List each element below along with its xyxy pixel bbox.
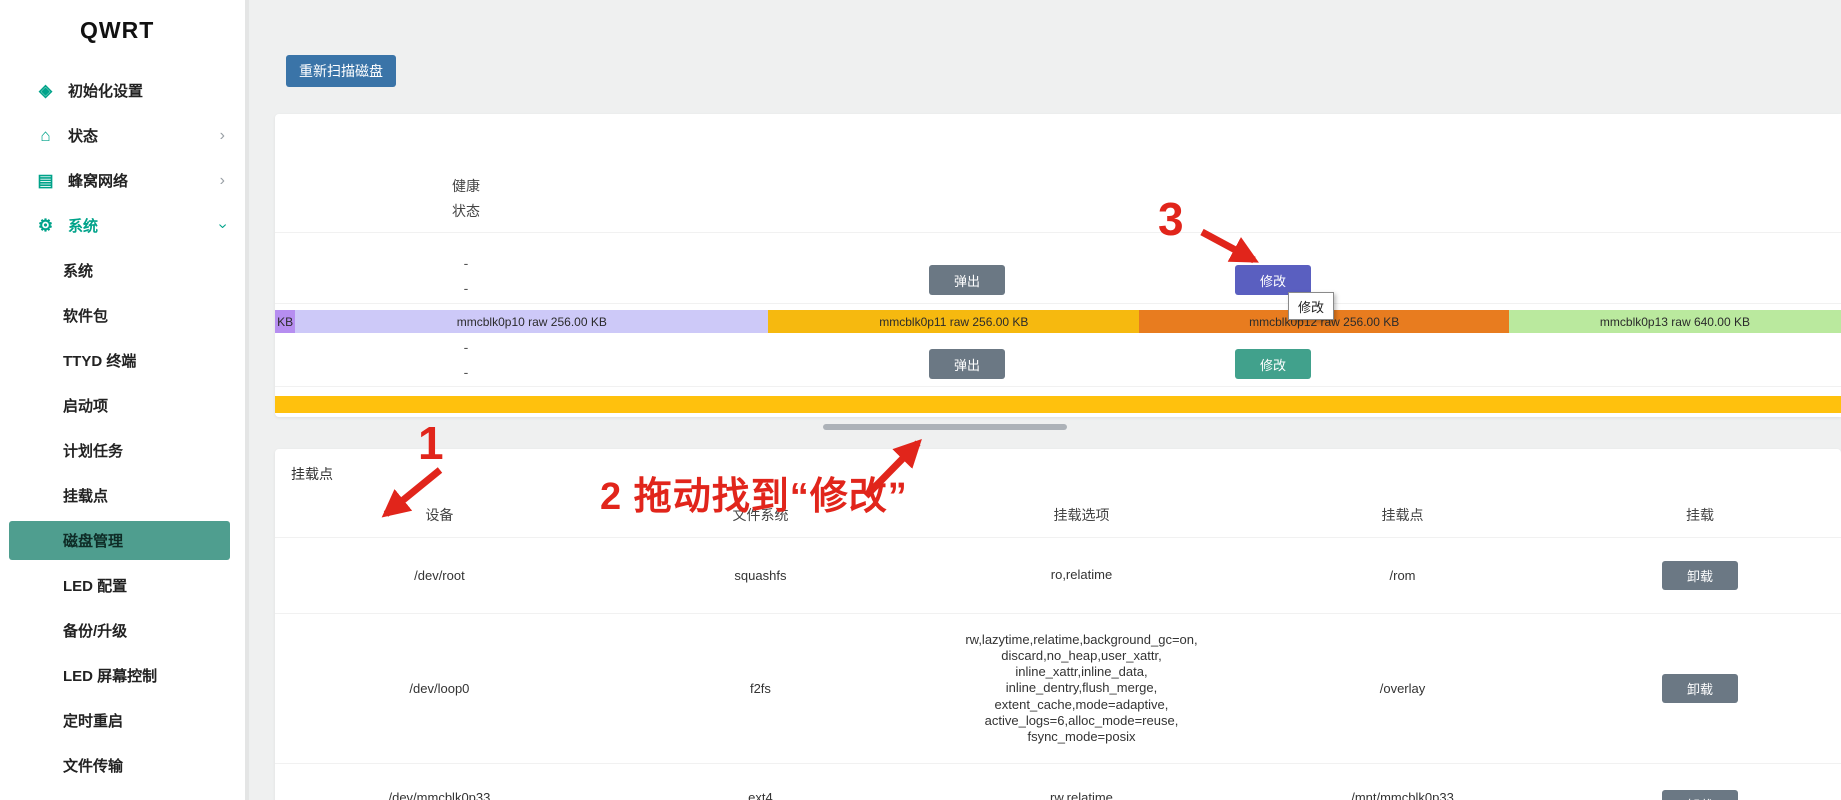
sidebar-item-scheduled-tasks[interactable]: 计划任务 xyxy=(63,443,124,460)
cell-filesystem: ext4 xyxy=(748,790,773,800)
annotation-step-1: 1 xyxy=(418,417,444,469)
cell-mount-options: ro,relatime xyxy=(1050,567,1113,583)
chevron-down-icon: › xyxy=(214,222,232,229)
sidebar-item-cellular-network[interactable]: ▤ 蜂窝网络 › xyxy=(0,158,245,203)
disk-row-health-values: - - xyxy=(463,255,469,296)
table-row: /dev/mmcblk0p33 ext4 rw,relatime /mnt/mm… xyxy=(275,764,1841,800)
cell-device: /dev/loop0 xyxy=(409,681,470,696)
sidebar-item-scheduled-reboot[interactable]: 定时重启 xyxy=(63,713,124,730)
sidebar-item-label: 系统 xyxy=(68,218,99,235)
status-icon: ⌂ xyxy=(40,125,51,145)
chevron-right-icon: › xyxy=(219,171,225,189)
cell-device: /dev/root xyxy=(414,568,465,583)
health-status-header: 健康 状态 xyxy=(452,178,480,219)
column-header-filesystem: 文件系统 xyxy=(732,507,789,523)
modify-tooltip: 修改 xyxy=(1288,292,1334,320)
sidebar-item-led-config[interactable]: LED 配置 xyxy=(63,578,128,595)
eject-button[interactable]: 弹出 xyxy=(929,265,1005,295)
init-settings-icon: ◈ xyxy=(38,80,53,100)
column-header-device: 设备 xyxy=(425,507,454,523)
divider xyxy=(275,303,1841,304)
sidebar-item-startup[interactable]: 启动项 xyxy=(63,398,109,415)
sidebar-item-backup-upgrade[interactable]: 备份/升级 xyxy=(63,623,128,640)
cell-mountpoint: /overlay xyxy=(1379,681,1426,696)
partition-segment: mmcblk0p10 raw 256.00 KB xyxy=(295,310,769,333)
table-row: /dev/loop0 f2fs rw,lazytime,relatime,bac… xyxy=(275,614,1841,764)
annotation-step-3: 3 xyxy=(1158,193,1184,245)
unmount-button[interactable]: 卸载 xyxy=(1662,561,1739,590)
annotation-step-2: 2 拖动找到“修改” xyxy=(600,476,908,518)
main-content: 重新扫描磁盘 健康 状态 - - 弹出 修改 修改 KB mmcblk0p10 … xyxy=(249,0,1841,800)
sidebar-item-init-settings[interactable]: ◈ 初始化设置 xyxy=(0,68,245,113)
sidebar-item-led-screen-control[interactable]: LED 屏幕控制 xyxy=(63,668,158,685)
rescan-disks-button[interactable]: 重新扫描磁盘 xyxy=(286,55,396,87)
partition-segment: mmcblk0p13 raw 640.00 KB xyxy=(1508,310,1841,333)
system-icon: ⚙ xyxy=(37,215,54,235)
disk-overview-card: 健康 状态 - - 弹出 修改 修改 KB mmcblk0p10 raw 256… xyxy=(275,114,1841,417)
modify-button[interactable]: 修改 xyxy=(1235,265,1311,295)
cell-mountpoint: /mnt/mmcblk0p33 xyxy=(1351,790,1454,800)
sidebar-item-disk-management[interactable]: 磁盘管理 xyxy=(9,521,230,560)
sidebar: QWRT ◈ 初始化设置 ⌂ 状态 › ▤ 蜂窝网络 › ⚙ 系统 › 系统 软… xyxy=(0,0,245,800)
cell-mountpoint: /rom xyxy=(1389,568,1416,583)
divider xyxy=(275,232,1841,233)
sidebar-item-file-transfer[interactable]: 文件传输 xyxy=(63,758,124,775)
sidebar-item-system-general[interactable]: 系统 xyxy=(63,263,94,280)
partition-bar: KB mmcblk0p10 raw 256.00 KB mmcblk0p11 r… xyxy=(275,310,1841,333)
sidebar-item-status[interactable]: ⌂ 状态 › xyxy=(0,113,245,158)
table-header-row: 设备 文件系统 挂载选项 挂载点 挂载 xyxy=(275,493,1841,538)
chevron-right-icon: › xyxy=(219,126,225,144)
table-row: /dev/root squashfs ro,relatime /rom 卸载 xyxy=(275,538,1841,614)
mount-points-card: 挂载点 设备 文件系统 挂载选项 挂载点 挂载 /dev/root squash… xyxy=(275,449,1841,800)
cell-mount-options: rw,relatime xyxy=(1050,790,1113,800)
cell-mount-options: rw,lazytime,relatime,background_gc=on, d… xyxy=(965,631,1198,745)
sidebar-scrollbar-track[interactable] xyxy=(245,0,249,800)
sidebar-item-system[interactable]: ⚙ 系统 › xyxy=(0,203,245,248)
unmount-button[interactable]: 卸载 xyxy=(1662,674,1739,703)
divider xyxy=(275,386,1841,387)
sidebar-item-label: 状态 xyxy=(68,128,99,145)
cell-filesystem: squashfs xyxy=(734,568,787,583)
sidebar-item-label: 蜂窝网络 xyxy=(68,173,129,190)
unmount-button[interactable]: 卸载 xyxy=(1662,790,1739,800)
mount-points-table: 设备 文件系统 挂载选项 挂载点 挂载 /dev/root squashfs r… xyxy=(275,493,1841,800)
cell-filesystem: f2fs xyxy=(749,681,771,696)
column-header-mountpoint: 挂载点 xyxy=(1381,507,1424,523)
sidebar-nav: ◈ 初始化设置 ⌂ 状态 › ▤ 蜂窝网络 › ⚙ 系统 › 系统 软件包 TT… xyxy=(0,68,245,788)
column-header-mount: 挂载 xyxy=(1686,507,1715,523)
sidebar-item-software[interactable]: 软件包 xyxy=(63,308,109,325)
modify-button[interactable]: 修改 xyxy=(1235,349,1311,379)
disk-row-health-values: - - xyxy=(463,339,469,380)
eject-button[interactable]: 弹出 xyxy=(929,349,1005,379)
partition-bar-secondary xyxy=(275,396,1841,413)
sidebar-item-ttyd-terminal[interactable]: TTYD 终端 xyxy=(63,353,137,370)
partition-segment: mmcblk0p11 raw 256.00 KB xyxy=(768,310,1140,333)
sidebar-item-mount-points[interactable]: 挂载点 xyxy=(63,488,109,505)
column-header-mount-options: 挂载选项 xyxy=(1053,507,1110,523)
partition-segment: mmcblk0p12 raw 256.00 KB xyxy=(1139,310,1509,333)
cellular-network-icon: ▤ xyxy=(37,170,54,190)
sidebar-item-label: 初始化设置 xyxy=(68,83,144,100)
partition-segment: KB xyxy=(275,310,296,333)
app-logo: QWRT xyxy=(80,17,155,43)
cell-device: /dev/mmcblk0p33 xyxy=(388,790,491,800)
horizontal-scrollbar-thumb[interactable] xyxy=(823,424,1067,430)
mount-points-title: 挂载点 xyxy=(291,466,333,482)
